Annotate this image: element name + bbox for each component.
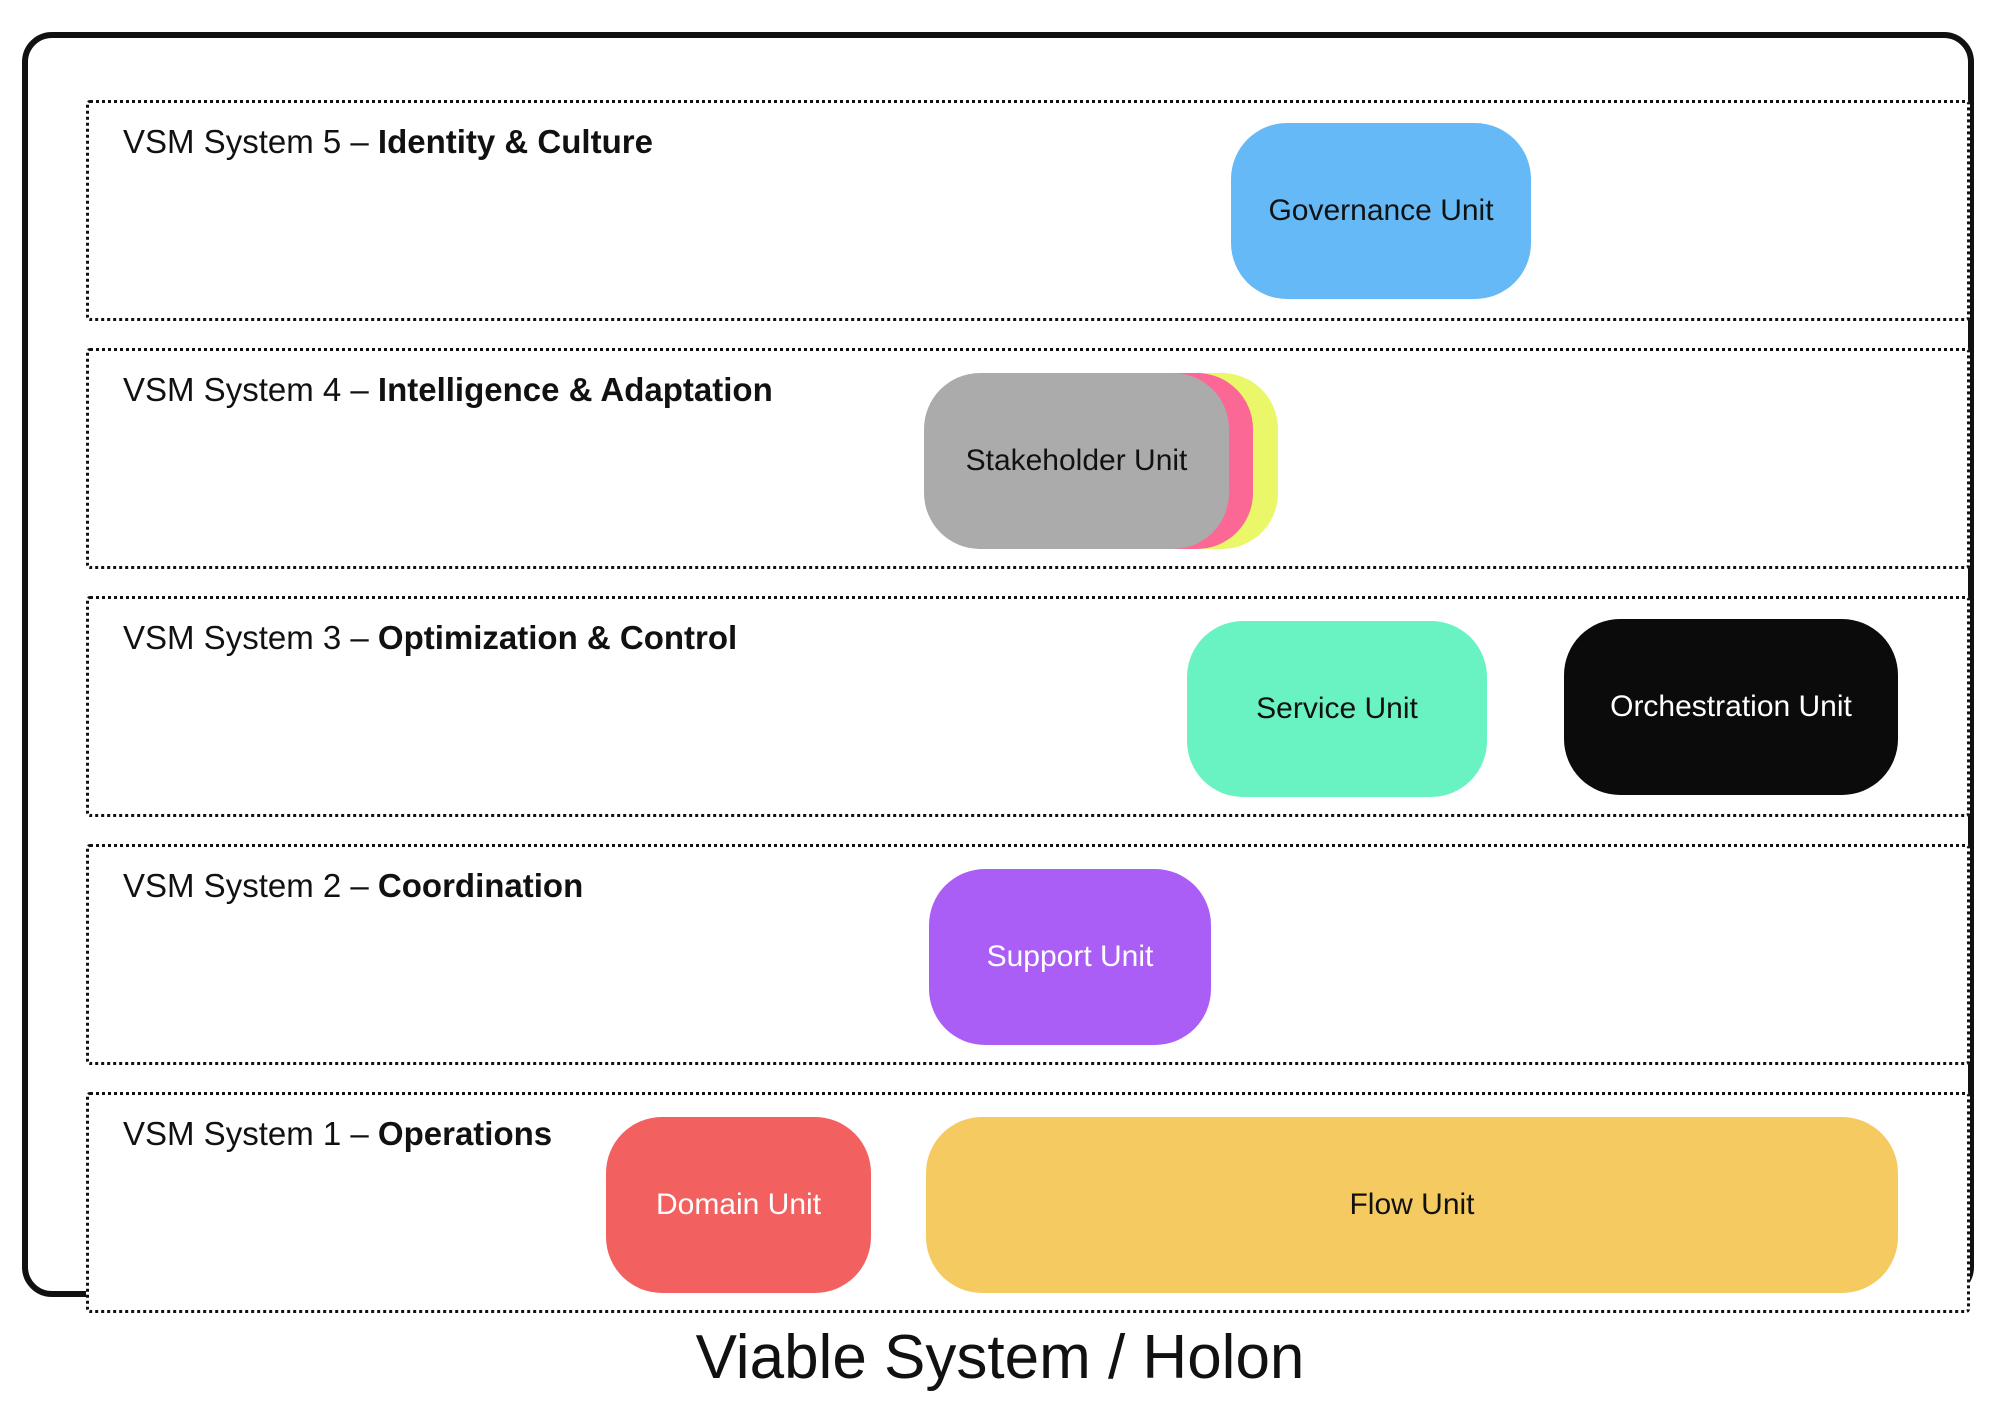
system-5-label: VSM System 5 – Identity & Culture bbox=[123, 121, 653, 163]
system-5-label-bold: Identity & Culture bbox=[377, 123, 653, 160]
system-2-label: VSM System 2 – Coordination bbox=[123, 865, 583, 907]
flow-unit: Flow Unit bbox=[926, 1117, 1898, 1293]
support-unit: Support Unit bbox=[929, 869, 1211, 1045]
service-unit: Service Unit bbox=[1187, 621, 1487, 797]
system-4-box: VSM System 4 – Intelligence & Adaptation… bbox=[86, 348, 1970, 569]
system-3-label: VSM System 3 – Optimization & Control bbox=[123, 617, 737, 659]
system-4-label-prefix: VSM System 4 – bbox=[123, 371, 369, 408]
system-5-box: VSM System 5 – Identity & Culture Govern… bbox=[86, 100, 1970, 321]
holon-boundary: VSM System 5 – Identity & Culture Govern… bbox=[22, 32, 1974, 1313]
system-1-label-bold: Operations bbox=[377, 1115, 553, 1152]
system-5-label-prefix: VSM System 5 – bbox=[123, 123, 369, 160]
diagram-title: Viable System / Holon bbox=[695, 1323, 1305, 1392]
system-1-label-prefix: VSM System 1 – bbox=[123, 1115, 369, 1152]
system-1-label: VSM System 1 – Operations bbox=[123, 1113, 552, 1155]
system-3-label-prefix: VSM System 3 – bbox=[123, 619, 369, 656]
system-4-label-bold: Intelligence & Adaptation bbox=[377, 371, 773, 408]
system-2-label-bold: Coordination bbox=[377, 867, 584, 904]
system-3-label-bold: Optimization & Control bbox=[377, 619, 738, 656]
system-2-box: VSM System 2 – Coordination Support Unit bbox=[86, 844, 1970, 1065]
stakeholder-unit: Stakeholder Unit bbox=[924, 373, 1229, 549]
system-3-box: VSM System 3 – Optimization & Control Se… bbox=[86, 596, 1970, 817]
system-2-label-prefix: VSM System 2 – bbox=[123, 867, 369, 904]
domain-unit: Domain Unit bbox=[606, 1117, 871, 1293]
system-4-label: VSM System 4 – Intelligence & Adaptation bbox=[123, 369, 773, 411]
governance-unit: Governance Unit bbox=[1231, 123, 1531, 299]
system-1-box: VSM System 1 – Operations Domain Unit Fl… bbox=[86, 1092, 1970, 1313]
orchestration-unit: Orchestration Unit bbox=[1564, 619, 1898, 795]
